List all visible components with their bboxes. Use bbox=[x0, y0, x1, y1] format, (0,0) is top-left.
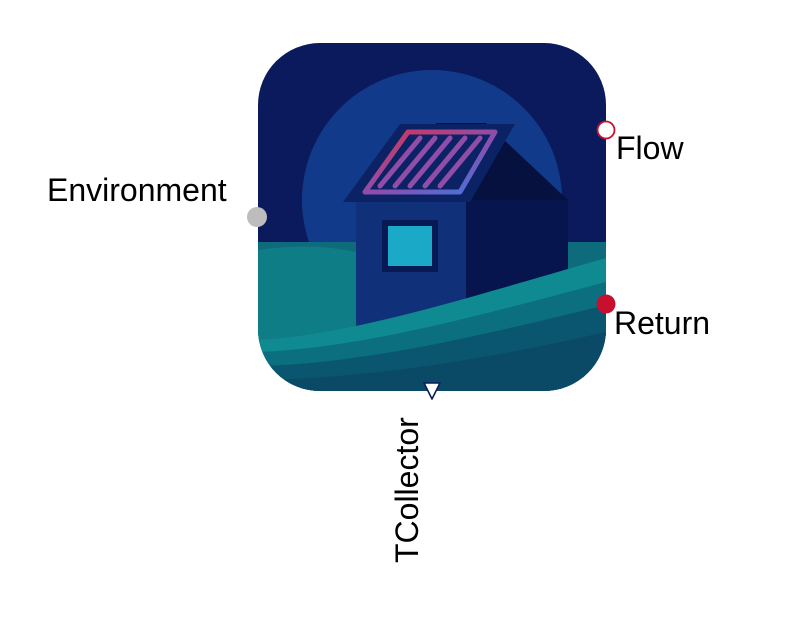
solar-collector-icon[interactable] bbox=[258, 43, 606, 391]
flow-label: Flow bbox=[616, 130, 684, 166]
environment-port[interactable] bbox=[247, 207, 267, 227]
panel-stripe bbox=[407, 135, 453, 189]
panel-frame bbox=[362, 129, 498, 195]
return-label: Return bbox=[614, 305, 711, 341]
panel-stripe bbox=[392, 135, 438, 189]
environment-label: Environment bbox=[47, 172, 227, 208]
tcollector-label: TCollector bbox=[389, 417, 425, 563]
return-port[interactable] bbox=[596, 294, 616, 314]
solar-panel-icon bbox=[362, 129, 498, 195]
panel-stripe bbox=[422, 135, 468, 189]
panel-stripe bbox=[437, 135, 483, 189]
wave-bottom bbox=[258, 332, 606, 391]
panel-stripe bbox=[377, 135, 423, 189]
flow-port[interactable] bbox=[596, 120, 616, 140]
tcollector-port[interactable] bbox=[423, 382, 441, 400]
house-window bbox=[388, 226, 432, 266]
